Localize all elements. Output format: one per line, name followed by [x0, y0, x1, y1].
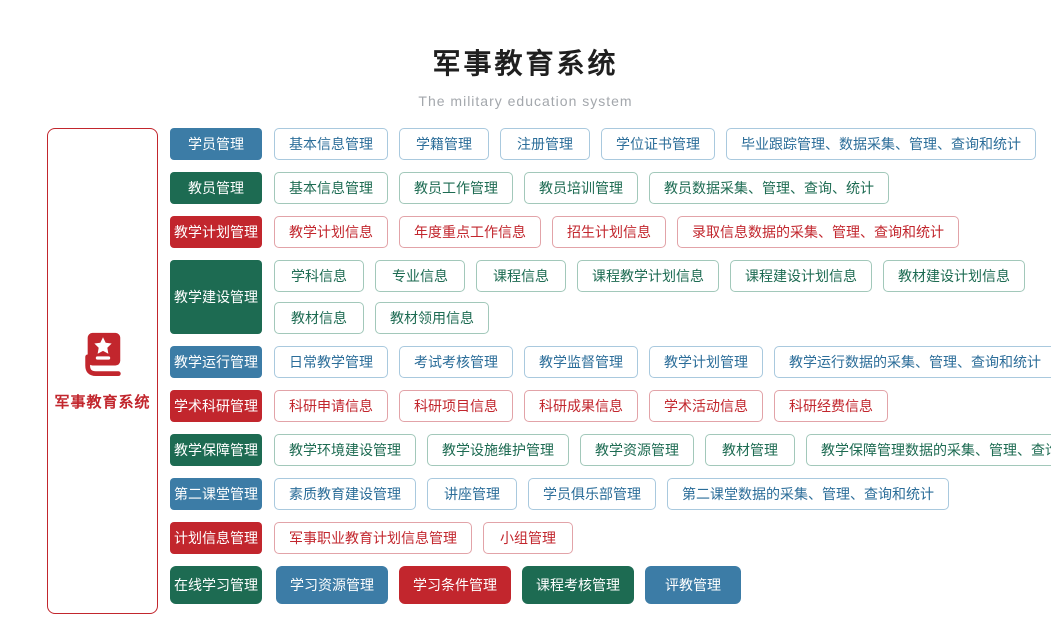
item-button[interactable]: 军事职业教育计划信息管理 — [274, 522, 472, 554]
item-lines: 学习资源管理学习条件管理课程考核管理评教管理 — [276, 566, 741, 604]
item-button[interactable]: 教学资源管理 — [580, 434, 694, 466]
item-button[interactable]: 教学监督管理 — [524, 346, 638, 378]
page-header: 军事教育系统 The military education system — [0, 42, 1051, 109]
item-lines: 教学环境建设管理教学设施维护管理教学资源管理教材管理教学保障管理数据的采集、管理… — [274, 434, 1051, 466]
category-button[interactable]: 学术科研管理 — [170, 390, 262, 422]
item-button[interactable]: 考试考核管理 — [399, 346, 513, 378]
item-line: 素质教育建设管理讲座管理学员俱乐部管理第二课堂数据的采集、管理、查询和统计 — [274, 478, 949, 510]
item-button[interactable]: 教员工作管理 — [399, 172, 513, 204]
item-button[interactable]: 教学环境建设管理 — [274, 434, 416, 466]
module-rows: 学员管理基本信息管理学籍管理注册管理学位证书管理毕业跟踪管理、数据采集、管理、查… — [170, 128, 1051, 604]
module-row: 教学建设管理学科信息专业信息课程信息课程教学计划信息课程建设计划信息教材建设计划… — [170, 260, 1051, 334]
item-button[interactable]: 学籍管理 — [399, 128, 489, 160]
book-star-icon — [84, 332, 121, 376]
item-button[interactable]: 基本信息管理 — [274, 172, 388, 204]
item-line: 学习资源管理学习条件管理课程考核管理评教管理 — [276, 566, 741, 604]
item-lines: 学科信息专业信息课程信息课程教学计划信息课程建设计划信息教材建设计划信息教材信息… — [274, 260, 1025, 334]
item-line: 学科信息专业信息课程信息课程教学计划信息课程建设计划信息教材建设计划信息 — [274, 260, 1025, 292]
item-line: 教学环境建设管理教学设施维护管理教学资源管理教材管理教学保障管理数据的采集、管理… — [274, 434, 1051, 466]
item-button[interactable]: 教材信息 — [274, 302, 364, 334]
item-button[interactable]: 教学设施维护管理 — [427, 434, 569, 466]
item-button[interactable]: 课程考核管理 — [522, 566, 634, 604]
page-title: 军事教育系统 — [432, 48, 619, 79]
item-button[interactable]: 学习资源管理 — [276, 566, 388, 604]
item-line: 基本信息管理学籍管理注册管理学位证书管理毕业跟踪管理、数据采集、管理、查询和统计 — [274, 128, 1036, 160]
category-button[interactable]: 在线学习管理 — [170, 566, 262, 604]
module-row: 教学计划管理教学计划信息年度重点工作信息招生计划信息录取信息数据的采集、管理、查… — [170, 216, 1051, 248]
item-button[interactable]: 教材管理 — [705, 434, 795, 466]
category-button[interactable]: 教学运行管理 — [170, 346, 262, 378]
item-button[interactable]: 教材领用信息 — [375, 302, 489, 334]
module-row: 第二课堂管理素质教育建设管理讲座管理学员俱乐部管理第二课堂数据的采集、管理、查询… — [170, 478, 1051, 510]
module-row: 计划信息管理军事职业教育计划信息管理小组管理 — [170, 522, 1051, 554]
system-root-label: 军事教育系统 — [54, 393, 151, 411]
item-lines: 日常教学管理考试考核管理教学监督管理教学计划管理教学运行数据的采集、管理、查询和… — [274, 346, 1051, 378]
item-button[interactable]: 学科信息 — [274, 260, 364, 292]
category-button[interactable]: 教学建设管理 — [170, 260, 262, 334]
page-subtitle: The military education system — [418, 93, 633, 109]
system-root-node: 军事教育系统 — [47, 128, 158, 614]
item-button[interactable]: 讲座管理 — [427, 478, 517, 510]
item-button[interactable]: 专业信息 — [375, 260, 465, 292]
item-button[interactable]: 基本信息管理 — [274, 128, 388, 160]
item-button[interactable]: 学员俱乐部管理 — [528, 478, 656, 510]
item-button[interactable]: 教员数据采集、管理、查询、统计 — [649, 172, 889, 204]
module-row: 学员管理基本信息管理学籍管理注册管理学位证书管理毕业跟踪管理、数据采集、管理、查… — [170, 128, 1051, 160]
item-button[interactable]: 日常教学管理 — [274, 346, 388, 378]
item-line: 基本信息管理教员工作管理教员培训管理教员数据采集、管理、查询、统计 — [274, 172, 889, 204]
category-button[interactable]: 教员管理 — [170, 172, 262, 204]
item-line: 教学计划信息年度重点工作信息招生计划信息录取信息数据的采集、管理、查询和统计 — [274, 216, 959, 248]
item-button[interactable]: 科研申请信息 — [274, 390, 388, 422]
item-button[interactable]: 课程教学计划信息 — [577, 260, 719, 292]
item-button[interactable]: 课程信息 — [476, 260, 566, 292]
item-button[interactable]: 教学运行数据的采集、管理、查询和统计 — [774, 346, 1051, 378]
category-button[interactable]: 教学计划管理 — [170, 216, 262, 248]
item-button[interactable]: 教员培训管理 — [524, 172, 638, 204]
item-lines: 素质教育建设管理讲座管理学员俱乐部管理第二课堂数据的采集、管理、查询和统计 — [274, 478, 949, 510]
item-button[interactable]: 教学计划管理 — [649, 346, 763, 378]
item-button[interactable]: 小组管理 — [483, 522, 573, 554]
item-button[interactable]: 评教管理 — [645, 566, 741, 604]
item-button[interactable]: 毕业跟踪管理、数据采集、管理、查询和统计 — [726, 128, 1036, 160]
category-button[interactable]: 第二课堂管理 — [170, 478, 262, 510]
item-button[interactable]: 学术活动信息 — [649, 390, 763, 422]
item-lines: 基本信息管理教员工作管理教员培训管理教员数据采集、管理、查询、统计 — [274, 172, 889, 204]
module-row: 教员管理基本信息管理教员工作管理教员培训管理教员数据采集、管理、查询、统计 — [170, 172, 1051, 204]
category-button[interactable]: 学员管理 — [170, 128, 262, 160]
item-button[interactable]: 课程建设计划信息 — [730, 260, 872, 292]
item-button[interactable]: 录取信息数据的采集、管理、查询和统计 — [677, 216, 959, 248]
category-button[interactable]: 教学保障管理 — [170, 434, 262, 466]
item-button[interactable]: 学习条件管理 — [399, 566, 511, 604]
item-lines: 军事职业教育计划信息管理小组管理 — [274, 522, 573, 554]
item-lines: 科研申请信息科研项目信息科研成果信息学术活动信息科研经费信息 — [274, 390, 888, 422]
item-lines: 基本信息管理学籍管理注册管理学位证书管理毕业跟踪管理、数据采集、管理、查询和统计 — [274, 128, 1036, 160]
module-row: 教学保障管理教学环境建设管理教学设施维护管理教学资源管理教材管理教学保障管理数据… — [170, 434, 1051, 466]
item-button[interactable]: 招生计划信息 — [552, 216, 666, 248]
item-line: 教材信息教材领用信息 — [274, 302, 1025, 334]
item-button[interactable]: 第二课堂数据的采集、管理、查询和统计 — [667, 478, 949, 510]
item-button[interactable]: 教材建设计划信息 — [883, 260, 1025, 292]
item-line: 军事职业教育计划信息管理小组管理 — [274, 522, 573, 554]
item-lines: 教学计划信息年度重点工作信息招生计划信息录取信息数据的采集、管理、查询和统计 — [274, 216, 959, 248]
item-button[interactable]: 科研项目信息 — [399, 390, 513, 422]
item-button[interactable]: 教学计划信息 — [274, 216, 388, 248]
category-button[interactable]: 计划信息管理 — [170, 522, 262, 554]
module-row: 教学运行管理日常教学管理考试考核管理教学监督管理教学计划管理教学运行数据的采集、… — [170, 346, 1051, 378]
item-button[interactable]: 科研经费信息 — [774, 390, 888, 422]
item-line: 日常教学管理考试考核管理教学监督管理教学计划管理教学运行数据的采集、管理、查询和… — [274, 346, 1051, 378]
item-button[interactable]: 学位证书管理 — [601, 128, 715, 160]
item-button[interactable]: 素质教育建设管理 — [274, 478, 416, 510]
item-line: 科研申请信息科研项目信息科研成果信息学术活动信息科研经费信息 — [274, 390, 888, 422]
item-button[interactable]: 教学保障管理数据的采集、管理、查询和统计 — [806, 434, 1051, 466]
content-area: 军事教育系统 学员管理基本信息管理学籍管理注册管理学位证书管理毕业跟踪管理、数据… — [47, 128, 1051, 614]
item-button[interactable]: 年度重点工作信息 — [399, 216, 541, 248]
item-button[interactable]: 注册管理 — [500, 128, 590, 160]
module-row: 在线学习管理学习资源管理学习条件管理课程考核管理评教管理 — [170, 566, 1051, 604]
item-button[interactable]: 科研成果信息 — [524, 390, 638, 422]
module-row: 学术科研管理科研申请信息科研项目信息科研成果信息学术活动信息科研经费信息 — [170, 390, 1051, 422]
